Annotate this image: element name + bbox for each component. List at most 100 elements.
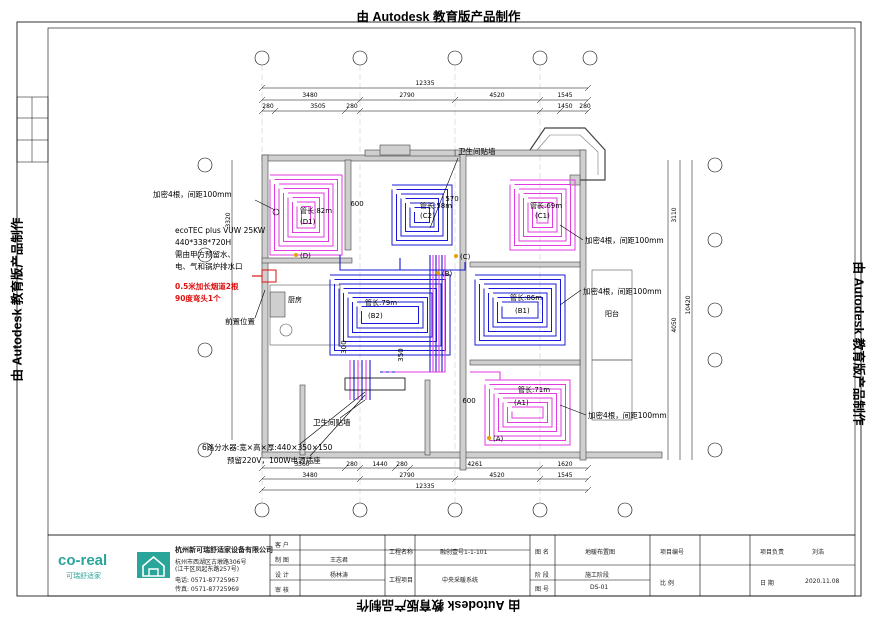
axis-bubble — [447, 502, 463, 518]
loop-code-label: (C2) — [420, 212, 435, 220]
room-kitchen: 厨房 — [288, 295, 302, 304]
marker-dot — [454, 254, 458, 258]
label-project-no: 项目编号 — [660, 549, 685, 556]
dim-right: 10420 — [685, 295, 692, 314]
value-project-item: 中央采暖系统 — [442, 577, 479, 584]
heating-loop-b1 — [474, 274, 566, 346]
label-scale: 比 例 — [660, 580, 674, 587]
revision-strip — [16, 96, 49, 163]
loop-length-label: 管长:79m — [365, 298, 397, 307]
value-manager: 刘浩 — [812, 549, 825, 556]
loop-length-label: 管长:82m — [300, 206, 332, 215]
wall — [299, 384, 306, 456]
dim-bottom-total: 12335 — [415, 483, 434, 490]
dim-top-total: 12335 — [415, 80, 434, 87]
axis-bubble — [532, 502, 548, 518]
label-drawing-name: 图 名 — [535, 549, 549, 556]
value-date: 2020.11.08 — [805, 578, 840, 585]
bay-window — [529, 127, 606, 181]
axis-bubble — [447, 50, 463, 66]
dim-top-row2: 280 — [579, 103, 591, 110]
manifold-note: 6路分水器:宽×高×厚:440×350×150 — [202, 442, 333, 452]
callout-dense-d1: 加密4根，间距100mm — [153, 189, 232, 199]
fax-line: 传真: 0571-87725969 — [175, 586, 239, 593]
callout-dense-c1: 加密4根，间距100mm — [585, 235, 664, 245]
axis-bubble — [352, 502, 368, 518]
heating-loop-c1 — [509, 179, 576, 251]
label-reviewer: 审 核 — [275, 587, 289, 594]
inner-dim: 300 — [340, 340, 348, 353]
company-name: 杭州新可瑞舒适家设备有限公司 — [175, 546, 273, 554]
loop-code-label: (C1) — [535, 212, 550, 220]
zone-marker: (A) — [493, 435, 504, 443]
axis-bubble — [197, 442, 213, 458]
logo-subtext: 可瑞舒适家 — [66, 572, 101, 580]
watermark-top: 由 Autodesk 教育版产品制作 — [356, 10, 521, 24]
loop-length-label: 管长:86m — [510, 293, 542, 302]
marker-dot — [294, 253, 298, 257]
value-drawing-no: DS-01 — [590, 584, 609, 591]
value-project-name: 融创壹号1-1-101 — [440, 549, 488, 556]
dim-bottom-row2: 3360 — [294, 461, 309, 468]
axis-bubble — [197, 247, 213, 263]
heating-loop-b2 — [329, 274, 451, 356]
axis-bubble — [254, 50, 270, 66]
heating-loop-d1 — [269, 174, 343, 256]
callout-dense-b1: 加密4根，间距100mm — [583, 286, 662, 296]
power-note: 预留220V，100W电源插座 — [227, 455, 321, 465]
axis-bubble — [532, 50, 548, 66]
label-project-item: 工程项目 — [389, 577, 414, 584]
wall — [579, 149, 587, 461]
loop-length-label: 管长:58m — [420, 201, 452, 210]
dim-bottom-row1: 2790 — [399, 472, 414, 479]
dim-bottom-row2: 280 — [346, 461, 358, 468]
wall — [469, 359, 581, 366]
trunk-line — [339, 255, 466, 271]
dim-bottom-row1: 4520 — [489, 472, 504, 479]
axis-bubble — [197, 342, 213, 358]
boiler-note: 电、气和锅炉排水口 — [175, 261, 243, 271]
wall — [379, 144, 411, 156]
dim-bottom-row2: 4261 — [467, 461, 482, 468]
axis-bubble — [707, 352, 723, 368]
zone-marker: (C) — [460, 253, 471, 261]
inner-dim: 600 — [350, 200, 363, 208]
flue-note: 0.5米加长烟道2根 — [175, 281, 239, 291]
heating-loop-c2 — [391, 184, 453, 246]
value-stage: 施工阶段 — [585, 572, 610, 579]
label-client: 客 户 — [275, 542, 289, 549]
axis-bubble — [254, 502, 270, 518]
trunk-line — [395, 255, 446, 373]
wall — [261, 257, 353, 264]
wall — [424, 379, 431, 456]
wall — [269, 291, 286, 318]
label-drawing-no: 图 号 — [535, 586, 549, 593]
callout-wall-bottom: 卫生间贴墙 — [313, 417, 351, 427]
inner-dim: 350 — [397, 348, 405, 361]
wall — [344, 159, 352, 251]
dim-left: 3320 — [225, 212, 232, 227]
dim-top-row1: 2790 — [399, 92, 414, 99]
axis-bubble — [707, 302, 723, 318]
zone-marker: (D) — [300, 252, 311, 260]
boiler-note: 需由甲方预留水、 — [175, 249, 235, 259]
dim-top-row2: 3505 — [310, 103, 325, 110]
dim-top-row2: 1450 — [557, 103, 572, 110]
axis-bubble — [582, 50, 598, 66]
boiler-note: 440*338*720H — [175, 238, 231, 247]
label-date: 日 期 — [760, 580, 774, 587]
inner-dim: 600 — [462, 397, 475, 405]
flue-note: 90度弯头1个 — [175, 293, 221, 303]
value-drafter: 王志君 — [330, 557, 349, 564]
loop-length-label: 管长:71m — [518, 385, 550, 394]
dim-right: 3110 — [671, 207, 678, 222]
axis-bubble — [707, 157, 723, 173]
loop-length-label: 管长:69m — [530, 201, 562, 210]
dim-bottom-row2: 280 — [396, 461, 408, 468]
room-balcony: 阳台 — [605, 309, 619, 318]
axis-bubble — [352, 50, 368, 66]
dim-top-row2: 280 — [262, 103, 274, 110]
marker-dot — [487, 436, 491, 440]
loop-code-label: (B1) — [515, 307, 530, 315]
